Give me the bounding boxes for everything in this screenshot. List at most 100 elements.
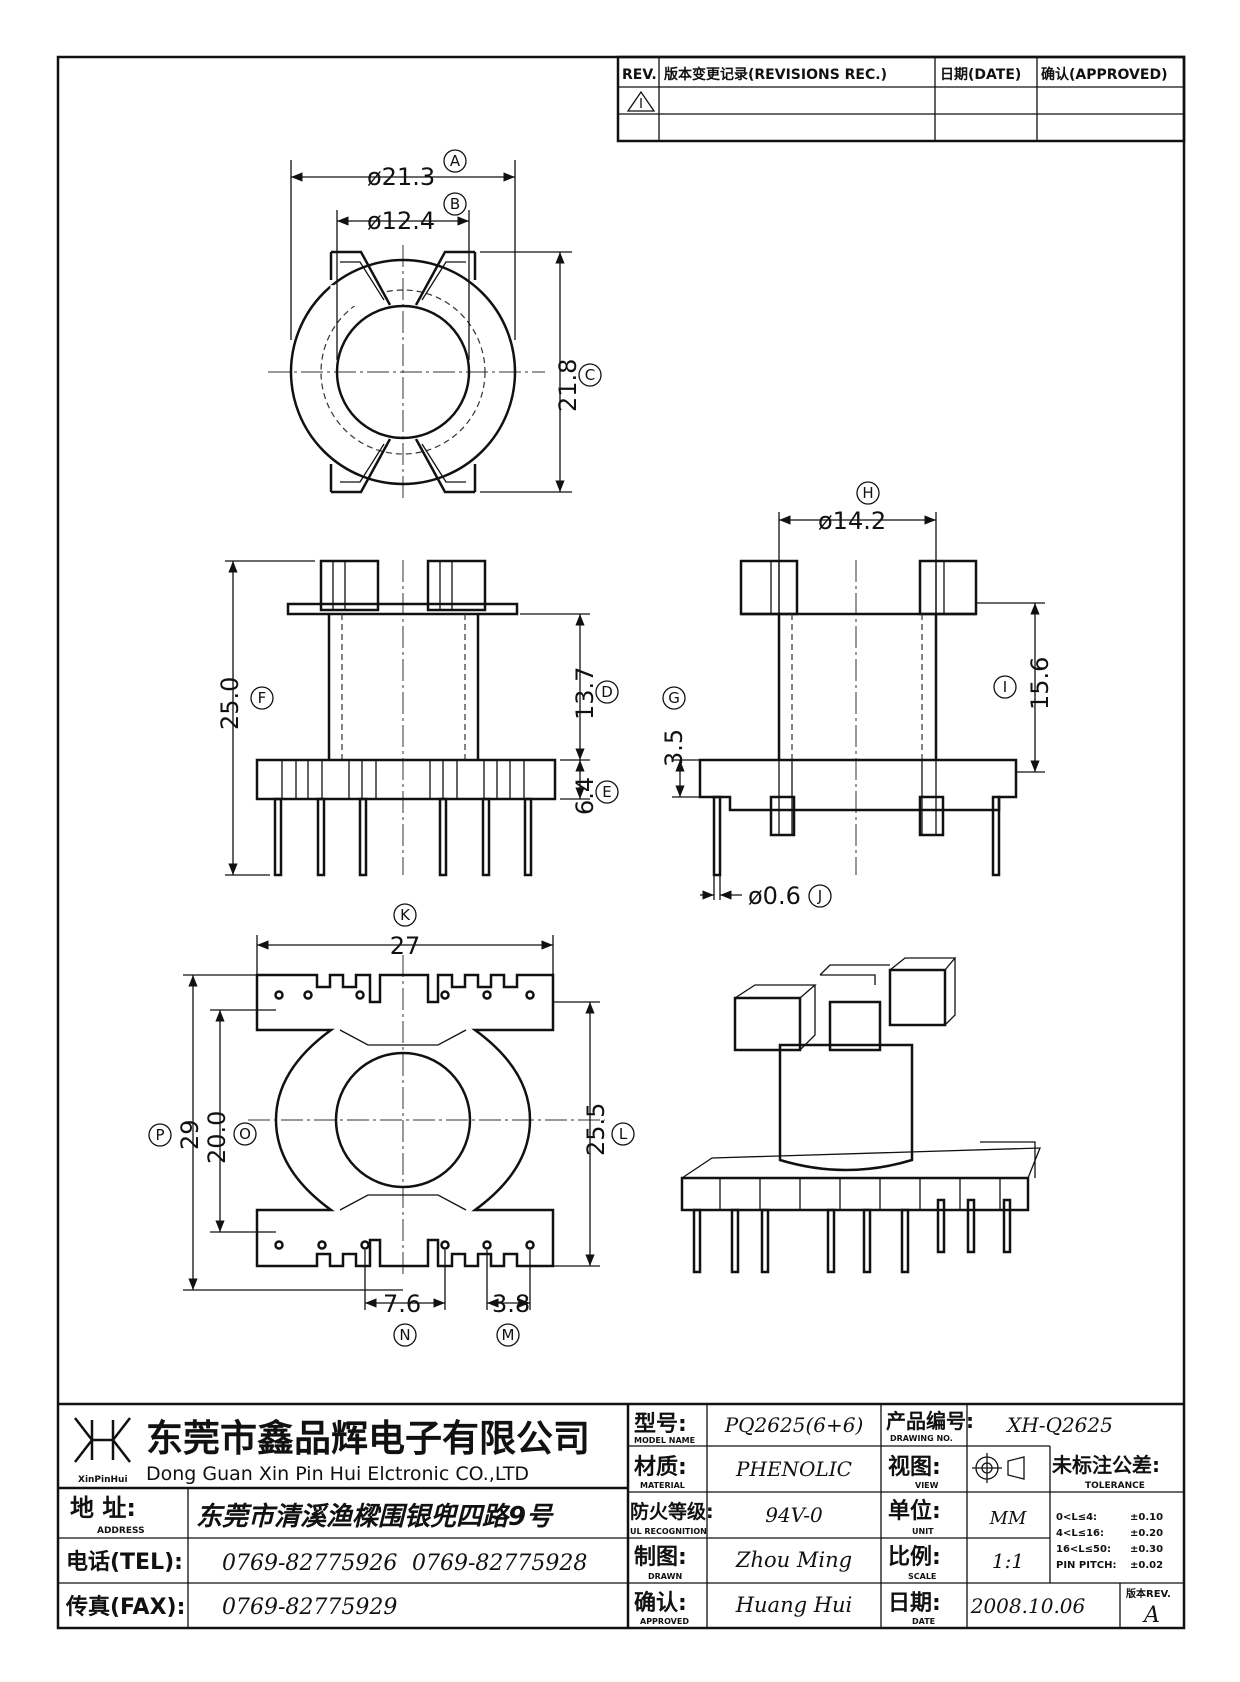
- dim-value-E: 6.4: [571, 777, 599, 815]
- svg-text:N: N: [399, 1326, 410, 1344]
- drawn-label-en: DRAWN: [648, 1572, 682, 1581]
- balloon-L: [611, 1122, 635, 1146]
- balloon-H: [856, 481, 880, 505]
- tel-value-2: 0769-82775928: [412, 1551, 587, 1576]
- unit-label: 单位:: [888, 1498, 941, 1524]
- svg-text:B: B: [450, 195, 460, 213]
- approved-value: Huang Hui: [735, 1593, 853, 1617]
- tolerance-value: ±0.20: [1130, 1528, 1163, 1539]
- balloon-L-group: L: [611, 1122, 635, 1146]
- revisions-header: 版本变更记录(REVISIONS REC.): [664, 66, 887, 83]
- drawing-no-value: XH-Q2625: [1005, 1413, 1113, 1437]
- svg-text:E: E: [602, 783, 611, 801]
- dim-L: 25.5: [582, 1103, 610, 1156]
- rev-header: REV.: [622, 67, 657, 83]
- version-label: 版本REV.: [1126, 1587, 1171, 1600]
- dim-H: ø14.2 H: [818, 481, 886, 535]
- company-name-en: Dong Guan Xin Pin Hui Elctronic CO.,LTD: [146, 1463, 529, 1485]
- flame-label: 防火等级:: [630, 1500, 714, 1523]
- unit-value: MM: [989, 1508, 1027, 1529]
- logo-text: XinPinHui: [78, 1475, 128, 1485]
- tolerance-range: PIN PITCH:: [1056, 1560, 1116, 1571]
- balloon-F-group: F: [250, 686, 274, 710]
- dim-value-K: 27: [390, 932, 421, 960]
- company-name-cn: 东莞市鑫品辉电子有限公司: [146, 1417, 590, 1460]
- side-view: [698, 559, 1018, 877]
- drawing-no-label-en: DRAWING NO.: [890, 1434, 953, 1443]
- balloon-E: [595, 780, 619, 804]
- model-value: PQ2625(6+6): [724, 1413, 864, 1437]
- dim-I: 15.6: [1026, 657, 1054, 710]
- balloon-P: [148, 1123, 172, 1147]
- date-header: 日期(DATE): [940, 67, 1021, 83]
- balloon-I: [993, 675, 1017, 699]
- svg-text:G: G: [668, 689, 680, 707]
- dim-value-C: 21.8: [554, 359, 582, 412]
- tolerance-list: 0<L≤4: ±0.10 4<L≤16: ±0.20 16<L≤50: ±0.3…: [1056, 1512, 1163, 1571]
- dim-G: 3.5: [660, 729, 688, 767]
- balloon-C: [578, 363, 602, 387]
- dim-value-L: 25.5: [582, 1103, 610, 1156]
- model-label-en: MODEL NAME: [634, 1436, 695, 1445]
- balloon-J: [808, 884, 832, 908]
- address-label-en: ADDRESS: [97, 1526, 145, 1536]
- svg-text:I: I: [1003, 678, 1007, 696]
- fax-value: 0769-82775929: [222, 1595, 397, 1620]
- scale-label-en: SCALE: [908, 1572, 936, 1581]
- balloon-D: [595, 680, 619, 704]
- svg-text:P: P: [155, 1126, 164, 1144]
- dimension-lines: [183, 160, 1045, 1310]
- drawn-value: Zhou Ming: [735, 1548, 852, 1572]
- company-logo: XinPinHui: [74, 1417, 131, 1485]
- front-pins: [273, 797, 533, 877]
- balloon-I-group: I: [993, 675, 1017, 699]
- dim-value-A: ø21.3: [367, 163, 435, 191]
- dim-P: 29: [176, 1119, 204, 1150]
- dim-C: 21.8: [554, 359, 582, 412]
- top-view: [268, 245, 545, 500]
- tolerance-range: 4<L≤16:: [1056, 1528, 1104, 1539]
- svg-text:C: C: [585, 366, 595, 384]
- balloon-E-group: E: [595, 780, 619, 804]
- bottom-view: [248, 955, 605, 1275]
- version-value: A: [1142, 1603, 1160, 1628]
- date-value: 2008.10.06: [970, 1594, 1086, 1618]
- svg-text:D: D: [601, 683, 613, 701]
- dim-value-P: 29: [176, 1119, 204, 1150]
- tolerance-value: ±0.10: [1130, 1512, 1163, 1523]
- balloon-G-group: G: [662, 686, 686, 710]
- tolerance-range: 0<L≤4:: [1056, 1512, 1097, 1523]
- view-label: 视图:: [888, 1454, 941, 1480]
- balloon-K: [393, 903, 417, 927]
- balloon-P-group: P: [148, 1123, 172, 1147]
- tolerance-title: 未标注公差:: [1052, 1453, 1160, 1477]
- balloon-M: [496, 1323, 520, 1347]
- dim-value-B: ø12.4: [367, 207, 435, 235]
- balloon-A: [443, 149, 467, 173]
- flame-label-en: UL RECOGNITION: [630, 1527, 707, 1536]
- tolerance-title-en: TOLERANCE: [1085, 1481, 1145, 1491]
- projection-symbol-icon: [972, 1453, 1025, 1483]
- dim-value-M: 3.8: [492, 1290, 530, 1318]
- svg-text:J: J: [817, 887, 822, 905]
- balloon-B: [443, 192, 467, 216]
- balloon-O: [233, 1122, 257, 1146]
- balloon-O-group: O: [233, 1122, 257, 1146]
- dim-O: 20.0: [203, 1111, 231, 1164]
- balloon-F: [250, 686, 274, 710]
- dim-K: 27 K: [390, 903, 421, 960]
- balloon-G: [662, 686, 686, 710]
- sheet-border: [56, 55, 1186, 1630]
- dim-E: 6.4: [571, 777, 599, 815]
- dim-value-O: 20.0: [203, 1111, 231, 1164]
- dim-B: ø12.4 B: [367, 192, 467, 235]
- dim-value-I: 15.6: [1026, 657, 1054, 710]
- dim-value-H: ø14.2: [818, 507, 886, 535]
- view-label-en: VIEW: [915, 1481, 939, 1490]
- model-label: 型号:: [634, 1412, 687, 1437]
- balloon-C-group: C: [578, 363, 602, 387]
- dim-value-G: 3.5: [660, 729, 688, 767]
- balloon-N: [393, 1323, 417, 1347]
- date-label: 日期:: [888, 1591, 941, 1616]
